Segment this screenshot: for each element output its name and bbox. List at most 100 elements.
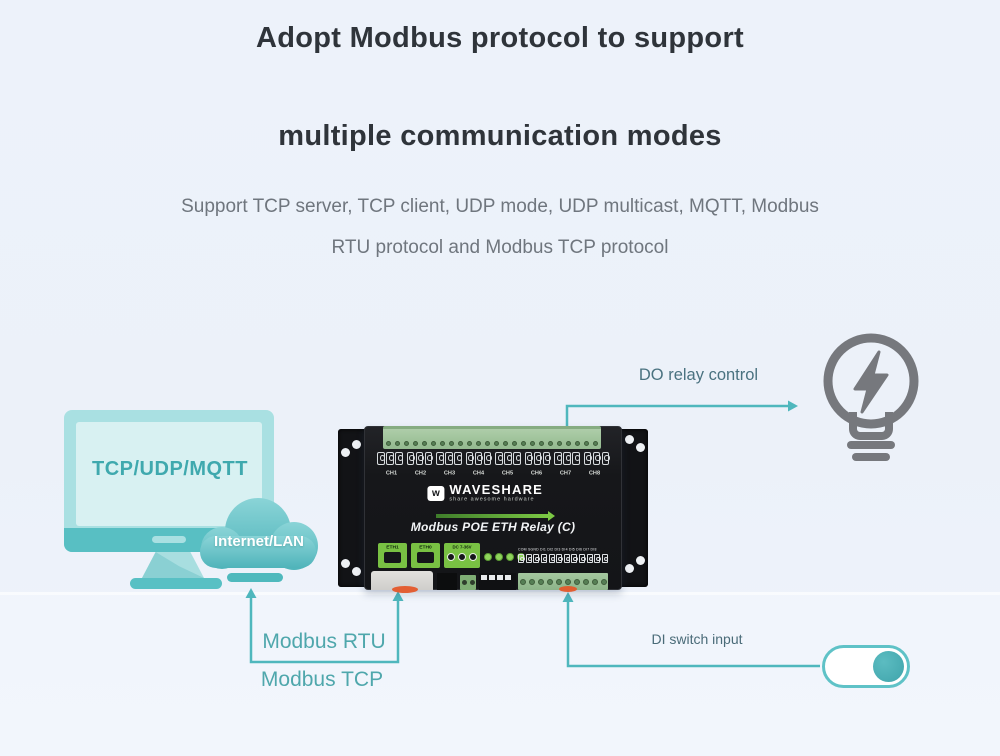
toggle-knob: [873, 651, 904, 682]
relay-terminal: [495, 452, 503, 465]
status-led: [506, 553, 514, 561]
screw: [467, 441, 472, 446]
bottom-terminal-strip: [518, 573, 608, 590]
screw: [521, 441, 526, 446]
screw: [386, 441, 391, 446]
channel-label: CH8: [588, 470, 601, 477]
port-highlight: [392, 586, 418, 593]
mounting-hole: [341, 559, 350, 568]
screw: [566, 441, 571, 446]
screw: [469, 580, 475, 585]
monitor-icon: [64, 410, 274, 552]
relay-terminal: [563, 452, 571, 465]
di-terminal: [533, 554, 540, 563]
mounting-hole: [636, 443, 645, 452]
page-title-line2: multiple communication modes: [278, 120, 722, 152]
screw: [485, 441, 490, 446]
screw: [404, 441, 409, 446]
eth1-label: ETH1: [386, 545, 399, 550]
screw: [494, 441, 499, 446]
mounting-hole: [625, 435, 634, 444]
poe-rj45-port: [371, 571, 433, 590]
relay-group: [377, 452, 403, 468]
dc-jack: [458, 553, 466, 561]
screw: [600, 578, 607, 585]
screw: [546, 578, 553, 585]
modbus-rtu-label: Modbus RTU: [262, 630, 386, 653]
relay-terminal: [424, 452, 432, 465]
screw: [449, 441, 454, 446]
di-terminal: [525, 554, 533, 563]
mounting-hole: [341, 448, 350, 457]
di-terminal: [518, 554, 525, 563]
di-terminal: [586, 554, 594, 563]
toggle-switch-on-icon: [822, 645, 910, 688]
green-arrow-icon: [436, 510, 555, 520]
brand-name: WAVESHARE: [449, 482, 544, 497]
relay-terminal: [406, 452, 414, 465]
relay-terminal: [474, 452, 482, 465]
screw: [528, 578, 535, 585]
screw: [582, 578, 589, 585]
device-model-label: Modbus POE ETH Relay (C): [410, 520, 576, 534]
channel-label: CH1: [385, 470, 398, 477]
dip-pin: [497, 575, 503, 580]
cloud-label: Internet/LAN: [214, 533, 304, 550]
relay-terminal: [465, 452, 473, 465]
screw: [461, 580, 467, 585]
screw: [564, 578, 571, 585]
screw: [584, 441, 589, 446]
relay-terminal: [445, 452, 453, 465]
relay-terminal: [513, 452, 521, 465]
brand-tagline: share awesome hardware: [449, 496, 535, 503]
channel-label: CH2: [414, 470, 427, 477]
di-terminal: [548, 554, 555, 563]
screw: [503, 441, 508, 446]
di-terminal: [594, 554, 601, 563]
screw: [440, 441, 445, 446]
relay-terminal: [454, 452, 462, 465]
relay-group: [436, 452, 462, 468]
do-arrowhead-icon: [788, 400, 798, 412]
subtitle-line2: RTU protocol and Modbus TCP protocol: [331, 237, 669, 258]
eth1-port: ETH1: [378, 543, 407, 568]
relay-terminal: [436, 452, 444, 465]
di-terminal: [579, 554, 586, 563]
screw: [539, 441, 544, 446]
di-terminal: [563, 554, 571, 563]
relay-terminal: [483, 452, 491, 465]
relay-terminal: [583, 452, 591, 465]
dip-switch-block: [479, 573, 516, 590]
mounting-hole: [625, 564, 634, 573]
screw: [512, 441, 517, 446]
di-terminal: [571, 554, 578, 563]
eth0-port: ETH0: [411, 543, 440, 568]
relay-terminal: [504, 452, 512, 465]
dc-jack: [469, 553, 477, 561]
relay-group: [495, 452, 521, 468]
dc-power-block: DC 7-36V: [444, 543, 480, 568]
screw: [476, 441, 481, 446]
connector-block: [437, 573, 457, 590]
mini-terminal: [460, 575, 476, 590]
screw: [431, 441, 436, 446]
relay-terminal: [386, 452, 394, 465]
rj45-socket-icon: [384, 552, 401, 563]
channel-label: CH4: [472, 470, 485, 477]
mounting-hole: [352, 440, 361, 449]
relay-group: [406, 452, 432, 468]
eth0-label: ETH0: [419, 545, 432, 550]
di-terminal: [556, 554, 563, 563]
mounting-hole: [352, 567, 361, 576]
background-seam: [0, 592, 1000, 595]
modbus-tcp-label: Modbus TCP: [260, 668, 384, 691]
screw: [555, 578, 562, 585]
di-cells: [518, 554, 609, 563]
light-bulb-lightning-icon: [823, 333, 919, 461]
relay-terminal: [415, 452, 423, 465]
monitor-screen-label: TCP/UDP/MQTT: [92, 458, 248, 480]
dc-jack: [447, 553, 455, 561]
screw: [557, 441, 562, 446]
